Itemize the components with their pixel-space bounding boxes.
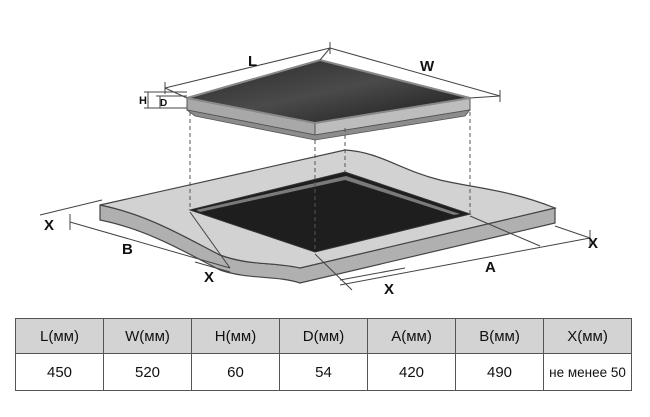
label-A: A [485, 259, 496, 276]
value-L: 450 [15, 353, 104, 391]
header-H: H(мм) [191, 318, 280, 354]
value-X: не менее 50 [543, 353, 632, 391]
value-W: 520 [103, 353, 192, 391]
dimensions-table: L(мм) W(мм) H(мм) D(мм) A(мм) B(мм) X(мм… [15, 318, 632, 391]
label-L: L [248, 53, 257, 70]
label-W: W [420, 58, 435, 75]
table-row: 450 520 60 54 420 490 не менее 50 [15, 353, 632, 391]
value-B: 490 [455, 353, 544, 391]
hob-body-bottom [186, 109, 471, 141]
header-L: L(мм) [15, 318, 104, 354]
header-B: B(мм) [455, 318, 544, 354]
header-A: A(мм) [367, 318, 456, 354]
header-D: D(мм) [279, 318, 368, 354]
label-D: D [160, 98, 167, 109]
header-X: X(мм) [543, 318, 632, 354]
table-header-row: L(мм) W(мм) H(мм) D(мм) A(мм) B(мм) X(мм… [15, 318, 632, 354]
value-A: 420 [367, 353, 456, 391]
label-X-left: X [44, 217, 54, 234]
value-H: 60 [191, 353, 280, 391]
label-X-bottom-left: X [204, 269, 214, 286]
value-D: 54 [279, 353, 368, 391]
installation-diagram: L W H D X B X X A X [39, 42, 598, 298]
label-X-right: X [588, 235, 598, 252]
projection-lines [189, 112, 471, 252]
label-H: H [139, 95, 147, 107]
dimension-lines [39, 42, 591, 291]
label-X-bottom: X [384, 281, 394, 298]
label-B: B [122, 241, 133, 258]
header-W: W(мм) [103, 318, 192, 354]
